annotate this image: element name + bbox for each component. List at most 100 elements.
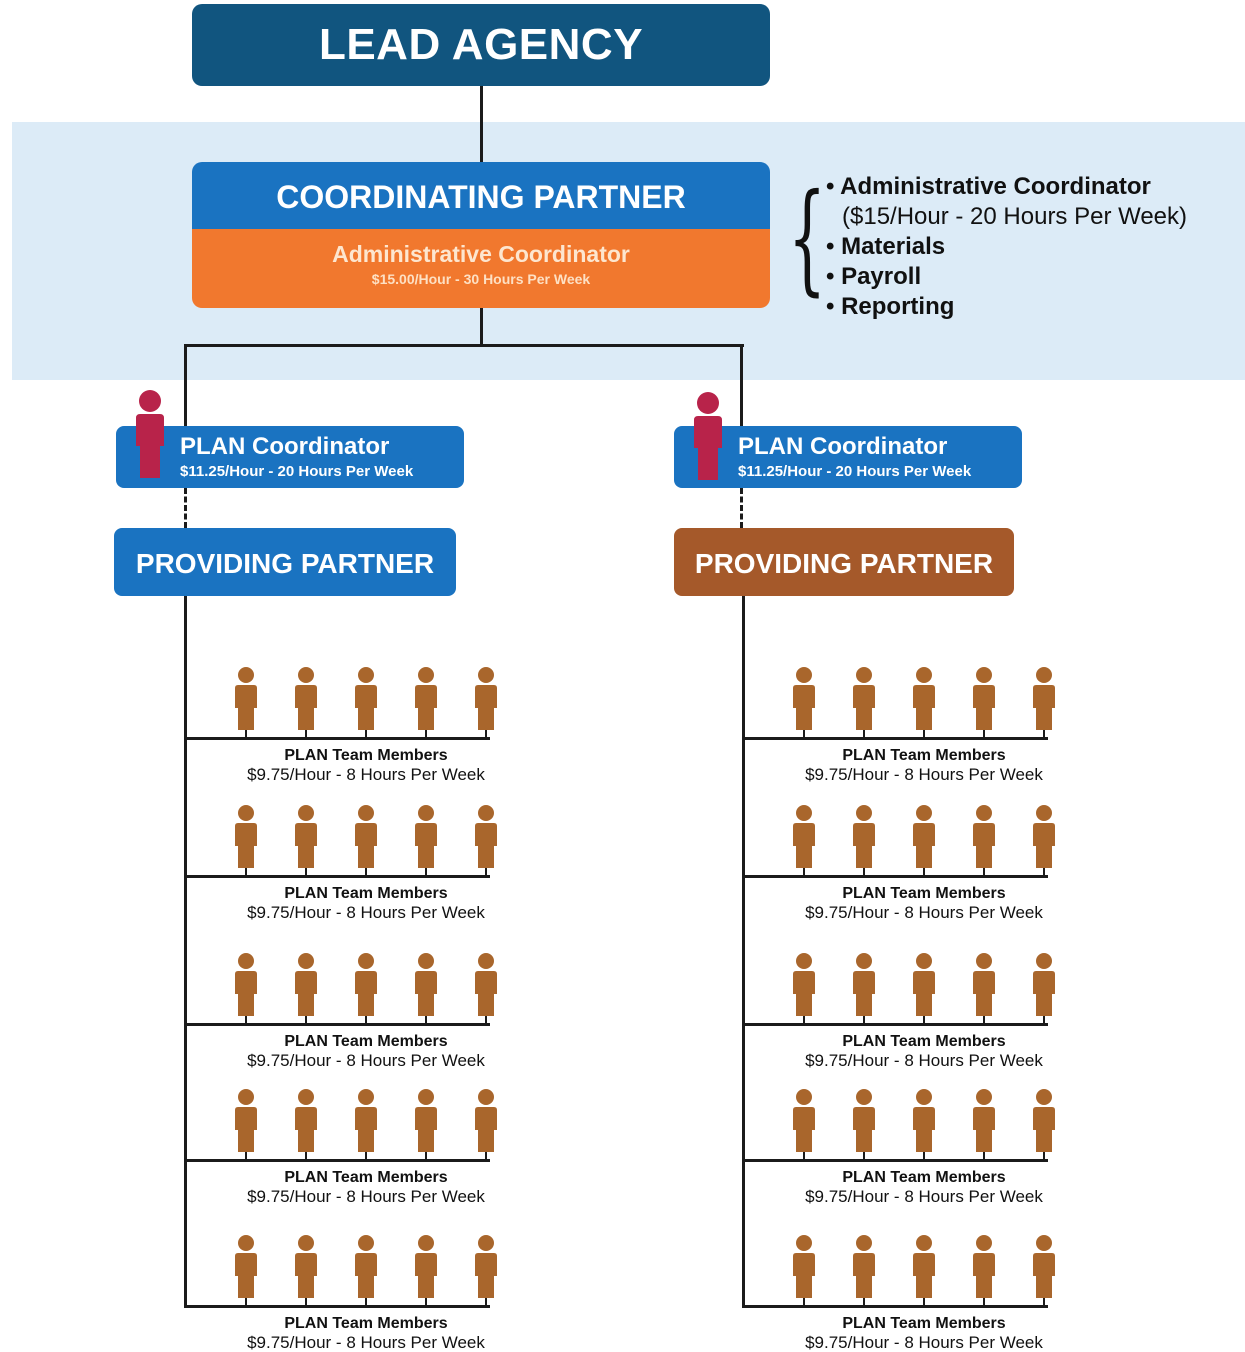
team-label: PLAN Team Members$9.75/Hour - 8 Hours Pe…: [236, 1314, 496, 1352]
team-tick: [485, 1298, 487, 1306]
team-tick: [1043, 730, 1045, 738]
team-label-rate: $9.75/Hour - 8 Hours Per Week: [247, 765, 485, 784]
team-label-rate: $9.75/Hour - 8 Hours Per Week: [247, 903, 485, 922]
team-member-person-icon: [853, 667, 875, 730]
team-base-line: [184, 737, 490, 740]
team-tick: [485, 868, 487, 876]
team-member-person-icon: [415, 1089, 437, 1152]
team-label-rate: $9.75/Hour - 8 Hours Per Week: [805, 765, 1043, 784]
team-member-person-icon: [913, 1235, 935, 1298]
team-base-line: [742, 1159, 1048, 1162]
team-tick: [983, 1152, 985, 1160]
team-tick: [803, 1298, 805, 1306]
team-tick: [245, 1016, 247, 1024]
team-tick: [425, 1016, 427, 1024]
team-member-person-icon: [355, 805, 377, 868]
administrative-coordinator-box: Administrative Coordinator $15.00/Hour -…: [192, 229, 770, 308]
team-label: PLAN Team Members$9.75/Hour - 8 Hours Pe…: [794, 746, 1054, 784]
team-label: PLAN Team Members$9.75/Hour - 8 Hours Pe…: [236, 1032, 496, 1070]
team-tick: [863, 1298, 865, 1306]
team-tick: [425, 1152, 427, 1160]
connector-right-down: [740, 344, 743, 426]
team-label: PLAN Team Members$9.75/Hour - 8 Hours Pe…: [236, 1168, 496, 1206]
team-member-person-icon: [853, 805, 875, 868]
team-member-person-icon: [853, 953, 875, 1016]
connector-coordinating-down: [480, 308, 483, 346]
team-label: PLAN Team Members$9.75/Hour - 8 Hours Pe…: [794, 1314, 1054, 1352]
team-tick: [923, 1152, 925, 1160]
team-base-line: [184, 1023, 490, 1026]
team-base-line: [742, 737, 1048, 740]
team-member-person-icon: [475, 805, 497, 868]
team-tick: [863, 1016, 865, 1024]
team-member-person-icon: [913, 667, 935, 730]
plan-coordinator-rate: $11.25/Hour - 20 Hours Per Week: [180, 463, 414, 480]
team-label-title: PLAN Team Members: [842, 1169, 1006, 1186]
connector-horizontal: [184, 344, 744, 347]
team-tick: [305, 1298, 307, 1306]
team-member-person-icon: [793, 1235, 815, 1298]
responsibility-item: • Administrative Coordinator: [826, 173, 1151, 200]
responsibilities-list: • Administrative Coordinator ($15/Hour -…: [826, 172, 1236, 322]
team-member-person-icon: [475, 1089, 497, 1152]
team-member-person-icon: [475, 1235, 497, 1298]
team-label-title: PLAN Team Members: [284, 1169, 448, 1186]
team-tick: [425, 730, 427, 738]
team-member-person-icon: [415, 1235, 437, 1298]
team-base-line: [184, 875, 490, 878]
team-tick: [305, 868, 307, 876]
team-label-title: PLAN Team Members: [842, 885, 1006, 902]
team-label: PLAN Team Members$9.75/Hour - 8 Hours Pe…: [236, 746, 496, 784]
responsibility-item: • Materials: [826, 233, 946, 260]
team-member-person-icon: [793, 667, 815, 730]
plan-coordinator-title: PLAN Coordinator: [738, 433, 948, 460]
team-tick: [863, 868, 865, 876]
team-tick: [305, 1016, 307, 1024]
connector-lead-to-coordinating: [480, 86, 483, 162]
team-label-title: PLAN Team Members: [284, 1315, 448, 1332]
team-member-person-icon: [295, 953, 317, 1016]
team-member-person-icon: [1033, 805, 1055, 868]
team-label-rate: $9.75/Hour - 8 Hours Per Week: [805, 903, 1043, 922]
team-label: PLAN Team Members$9.75/Hour - 8 Hours Pe…: [794, 1032, 1054, 1070]
providing-partner-box: PROVIDING PARTNER: [674, 528, 1014, 596]
responsibility-item: • Reporting: [826, 293, 955, 320]
coordinating-partner-box: COORDINATING PARTNER: [192, 162, 770, 229]
team-member-person-icon: [295, 667, 317, 730]
team-tick: [365, 868, 367, 876]
responsibility-item: ($15/Hour - 20 Hours Per Week): [842, 203, 1188, 230]
brace-icon: {: [788, 169, 827, 308]
team-member-person-icon: [973, 1089, 995, 1152]
team-member-person-icon: [475, 667, 497, 730]
team-member-person-icon: [235, 953, 257, 1016]
team-member-person-icon: [973, 953, 995, 1016]
team-member-person-icon: [973, 667, 995, 730]
team-tick: [485, 1016, 487, 1024]
person-icon: [136, 390, 164, 478]
providing-partner-box: PROVIDING PARTNER: [114, 528, 456, 596]
team-member-person-icon: [415, 667, 437, 730]
lead-agency-box: LEAD AGENCY: [192, 4, 770, 86]
team-label-title: PLAN Team Members: [842, 1033, 1006, 1050]
team-tick: [923, 1016, 925, 1024]
team-member-person-icon: [235, 667, 257, 730]
team-member-person-icon: [793, 953, 815, 1016]
team-label-title: PLAN Team Members: [284, 747, 448, 764]
team-tick: [245, 1152, 247, 1160]
plan-coordinator-title: PLAN Coordinator: [180, 433, 390, 460]
connector-team-trunk: [742, 596, 745, 1308]
connector-team-trunk: [184, 596, 187, 1308]
team-tick: [245, 730, 247, 738]
responsibility-item: • Payroll: [826, 263, 922, 290]
team-tick: [305, 1152, 307, 1160]
person-icon: [694, 392, 722, 480]
team-tick: [983, 868, 985, 876]
team-member-person-icon: [1033, 953, 1055, 1016]
team-tick: [485, 730, 487, 738]
team-tick: [923, 730, 925, 738]
plan-coordinator-box: PLAN Coordinator $11.25/Hour - 20 Hours …: [116, 426, 464, 488]
team-member-person-icon: [853, 1089, 875, 1152]
team-tick: [1043, 868, 1045, 876]
team-label: PLAN Team Members$9.75/Hour - 8 Hours Pe…: [794, 884, 1054, 922]
team-label-title: PLAN Team Members: [284, 1033, 448, 1050]
